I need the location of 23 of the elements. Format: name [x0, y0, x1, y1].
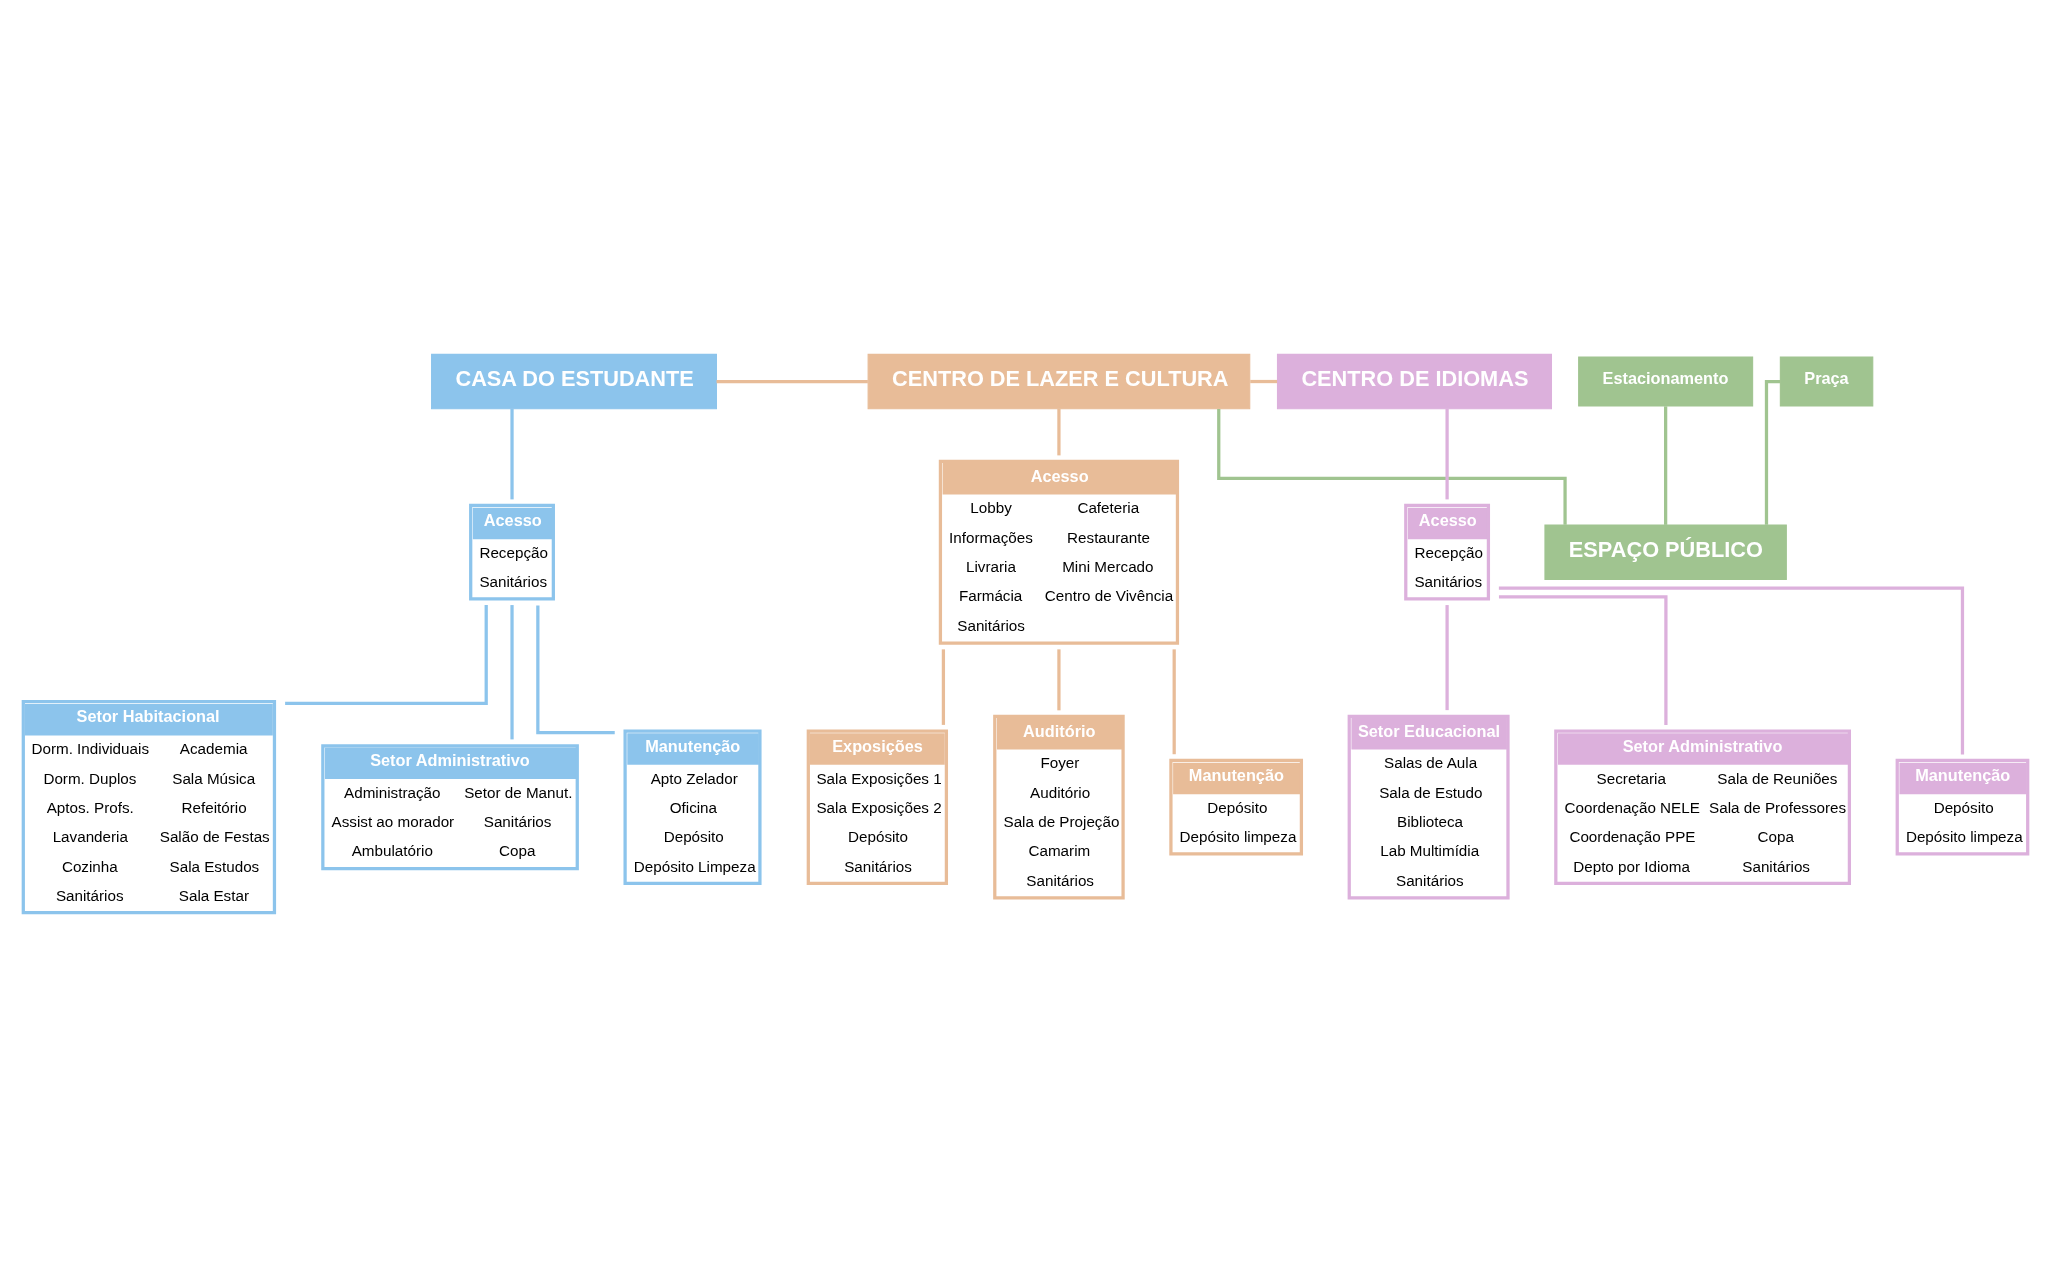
- node-box: CASA DO ESTUDANTE: [431, 353, 717, 409]
- connector: [510, 604, 514, 739]
- node-box: Praça: [1779, 356, 1874, 407]
- connector: [536, 604, 615, 734]
- connector: [716, 379, 868, 383]
- connector: [1498, 594, 1668, 725]
- connector: [1498, 586, 1965, 754]
- connector: [510, 408, 514, 499]
- connector: [1172, 648, 1176, 754]
- node-box: ESPAÇO PÚBLICO: [1544, 524, 1787, 580]
- connector: [1445, 604, 1449, 710]
- connector: [1057, 408, 1061, 455]
- connector: [1217, 408, 1567, 525]
- node-box: Estacionamento: [1578, 356, 1754, 407]
- connector: [941, 648, 946, 725]
- connector: [1664, 405, 1668, 525]
- connector: [1764, 379, 1781, 525]
- connector: [1250, 379, 1278, 383]
- connector: [285, 604, 488, 705]
- connector: [1057, 648, 1061, 710]
- node-box: CENTRO DE IDIOMAS: [1276, 353, 1552, 409]
- connector: [1445, 408, 1449, 499]
- node-box: CENTRO DE LAZER E CULTURA: [867, 353, 1251, 409]
